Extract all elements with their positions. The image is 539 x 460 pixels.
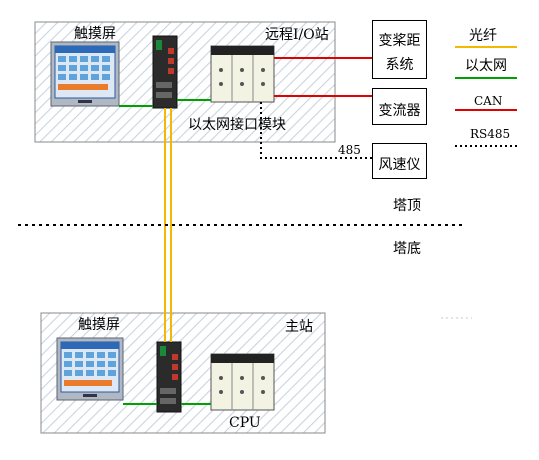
bottom-ethernet-switch <box>156 341 182 413</box>
ethernet-module-label: 以太网接口模块 <box>188 117 286 133</box>
cpu-label: CPU <box>229 415 261 431</box>
converter-box: 变流器 <box>372 88 427 125</box>
remote-io-label: 远程I/O站 <box>265 27 329 43</box>
pitch-system-box: 变桨距 系统 <box>372 20 427 79</box>
top-ethernet-switch <box>152 35 178 109</box>
legend-fiber-label: 光纤 <box>469 28 497 44</box>
converter-label: 变流器 <box>378 103 421 119</box>
tower-bottom-label: 塔底 <box>393 241 421 257</box>
rs485-tag: 485 <box>338 143 361 157</box>
main-station-label: 主站 <box>285 319 313 335</box>
bottom-touchscreen <box>56 337 124 401</box>
top-io-module-rack <box>210 45 275 103</box>
top-touchscreen <box>50 41 120 107</box>
bottom-touchscreen-label: 触摸屏 <box>78 317 120 333</box>
legend-ethernet-label: 以太网 <box>465 58 507 74</box>
legend-can-label: CAN <box>474 94 503 108</box>
anemometer-box: 风速仪 <box>372 143 427 179</box>
legend-rs485-label: RS485 <box>470 127 511 141</box>
pitch-system-line1: 变桨距 <box>378 33 421 49</box>
rs485-link <box>260 102 372 159</box>
tower-top-label: 塔顶 <box>393 198 421 214</box>
top-touchscreen-label: 触摸屏 <box>74 26 116 42</box>
bottom-cpu-rack <box>210 353 275 411</box>
pitch-system-line2: 系统 <box>385 57 414 73</box>
anemometer-label: 风速仪 <box>378 157 421 173</box>
